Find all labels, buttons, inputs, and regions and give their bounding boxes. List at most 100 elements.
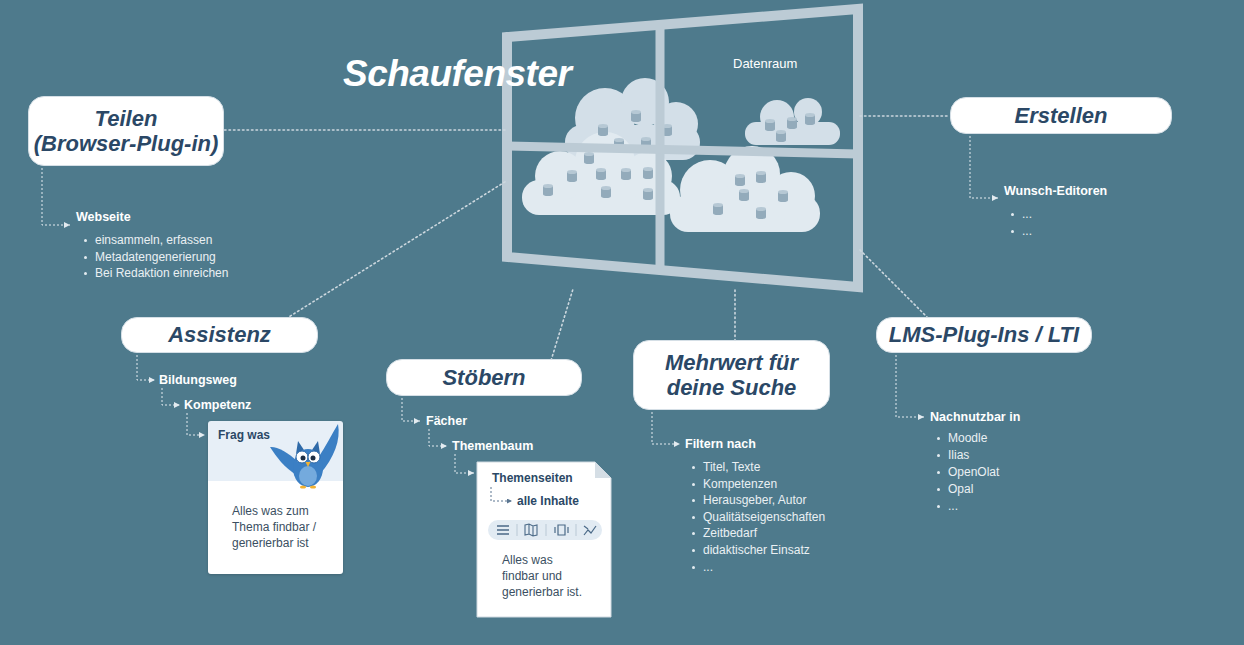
box-title: Stöbern bbox=[442, 365, 525, 390]
list-item: ... bbox=[948, 498, 958, 514]
cloud bbox=[670, 146, 820, 232]
list-item: Zeitbedarf bbox=[703, 525, 757, 541]
text-run: (Browser-Plug-in) bbox=[34, 131, 219, 156]
database-icon bbox=[662, 124, 672, 136]
owl-pupil bbox=[301, 456, 306, 461]
database-icon bbox=[543, 184, 553, 196]
bullet-dot bbox=[692, 532, 695, 535]
list-item: didaktischer Einsatz bbox=[703, 542, 810, 558]
list-item: ... bbox=[703, 559, 713, 575]
text-run: Mehrwert bbox=[665, 350, 763, 375]
owl-eye bbox=[308, 451, 320, 463]
database-icon bbox=[643, 167, 653, 179]
dotted-connector bbox=[551, 290, 572, 359]
leader-line bbox=[455, 454, 474, 473]
owl-foot bbox=[300, 485, 306, 488]
bullet-dot bbox=[937, 505, 940, 508]
leader-line bbox=[137, 355, 155, 380]
bullet-dot bbox=[84, 239, 87, 242]
text-run: für bbox=[769, 350, 798, 375]
feature-pill: Erstellen bbox=[950, 97, 1172, 134]
document-fold bbox=[595, 462, 611, 478]
text-run: LTI bbox=[1048, 322, 1079, 347]
feature-pill: LMS-Plug-Ins / LTI bbox=[876, 317, 1092, 353]
icon-divider bbox=[576, 524, 577, 536]
text-run: Erstellen bbox=[1015, 103, 1108, 128]
database-icon bbox=[787, 117, 797, 129]
window-frame bbox=[507, 9, 858, 287]
cloud-part bbox=[575, 132, 635, 192]
owl-mascot bbox=[270, 424, 339, 489]
feature-pill: Teilen (Browser-Plug-in) bbox=[28, 96, 224, 166]
branch-heading: Kompetenz bbox=[184, 397, 251, 413]
card-heading: Themenseiten bbox=[492, 470, 573, 486]
text-run: deine bbox=[667, 375, 724, 400]
database-icon bbox=[567, 170, 577, 182]
icon-divider bbox=[517, 524, 518, 536]
feature-pill: Stöbern bbox=[386, 359, 582, 396]
list-item: Titel, Texte bbox=[703, 459, 760, 475]
document-page bbox=[477, 462, 611, 617]
bullet-dot bbox=[937, 471, 940, 474]
list-item: Kompetenzen bbox=[703, 476, 777, 492]
text-run: LMS-Plug-Ins bbox=[889, 322, 1030, 347]
feature-pill: Assistenz bbox=[121, 317, 318, 353]
database-icon bbox=[631, 110, 641, 122]
cloud-part bbox=[760, 100, 794, 134]
leader-line bbox=[429, 429, 447, 446]
bullet-dot bbox=[1011, 213, 1014, 216]
bullet-dot bbox=[692, 466, 695, 469]
card-body-text: Alles was findbar und generierbar ist. bbox=[502, 552, 590, 600]
owl-beak bbox=[306, 462, 311, 467]
text-run: Assistenz bbox=[168, 322, 271, 347]
owl-eye bbox=[296, 451, 308, 463]
cloud-part bbox=[522, 180, 680, 215]
list-item: Qualitätseigenschaften bbox=[703, 509, 825, 525]
feature-pill: Mehrwert für deine Suche bbox=[633, 340, 830, 410]
database-icon bbox=[778, 190, 788, 202]
branch-heading: Fächer bbox=[426, 413, 467, 429]
branch-heading: Bildungsweg bbox=[159, 372, 237, 388]
bullet-dot bbox=[692, 516, 695, 519]
bullet-dot bbox=[692, 483, 695, 486]
cloud-part bbox=[745, 122, 840, 145]
dotted-connector bbox=[224, 129, 505, 131]
leader-line bbox=[402, 398, 420, 421]
cloud-part bbox=[624, 152, 672, 200]
list-item: Moodle bbox=[948, 430, 987, 446]
leader-line bbox=[162, 388, 180, 405]
icon-bar-background bbox=[488, 520, 602, 540]
bullet-dot bbox=[692, 499, 695, 502]
dotted-connector bbox=[860, 115, 950, 117]
leader-line bbox=[896, 355, 924, 417]
owl-foot bbox=[310, 485, 316, 488]
bullet-dot bbox=[692, 549, 695, 552]
chart-icon bbox=[584, 526, 596, 535]
area-label: Datenraum bbox=[733, 56, 797, 72]
text-run: Teilen bbox=[95, 106, 158, 131]
cloud bbox=[522, 132, 680, 215]
database-icon bbox=[756, 207, 766, 219]
dotted-connector bbox=[860, 250, 927, 317]
box-title: Erstellen bbox=[1015, 103, 1108, 128]
database-icon bbox=[598, 124, 608, 136]
database-icon bbox=[805, 113, 815, 125]
map-icon bbox=[525, 524, 537, 536]
cloud-part bbox=[575, 88, 635, 148]
topic-page-card: Themenseitenalle InhalteAlles was findba… bbox=[477, 462, 611, 617]
list-item: Bei Redaktion einreichen bbox=[95, 265, 228, 281]
owl-ear bbox=[312, 441, 320, 454]
database-icon bbox=[713, 203, 723, 215]
leader-lines bbox=[42, 136, 998, 473]
list-item: Opal bbox=[948, 481, 973, 497]
database-icon bbox=[643, 188, 653, 200]
cloud-part bbox=[724, 146, 780, 202]
list-item: ... bbox=[1022, 206, 1032, 222]
cloud bbox=[745, 98, 840, 145]
card-heading: Frag was bbox=[218, 427, 270, 443]
cloud-part bbox=[621, 78, 669, 126]
cloud-part bbox=[670, 195, 820, 232]
